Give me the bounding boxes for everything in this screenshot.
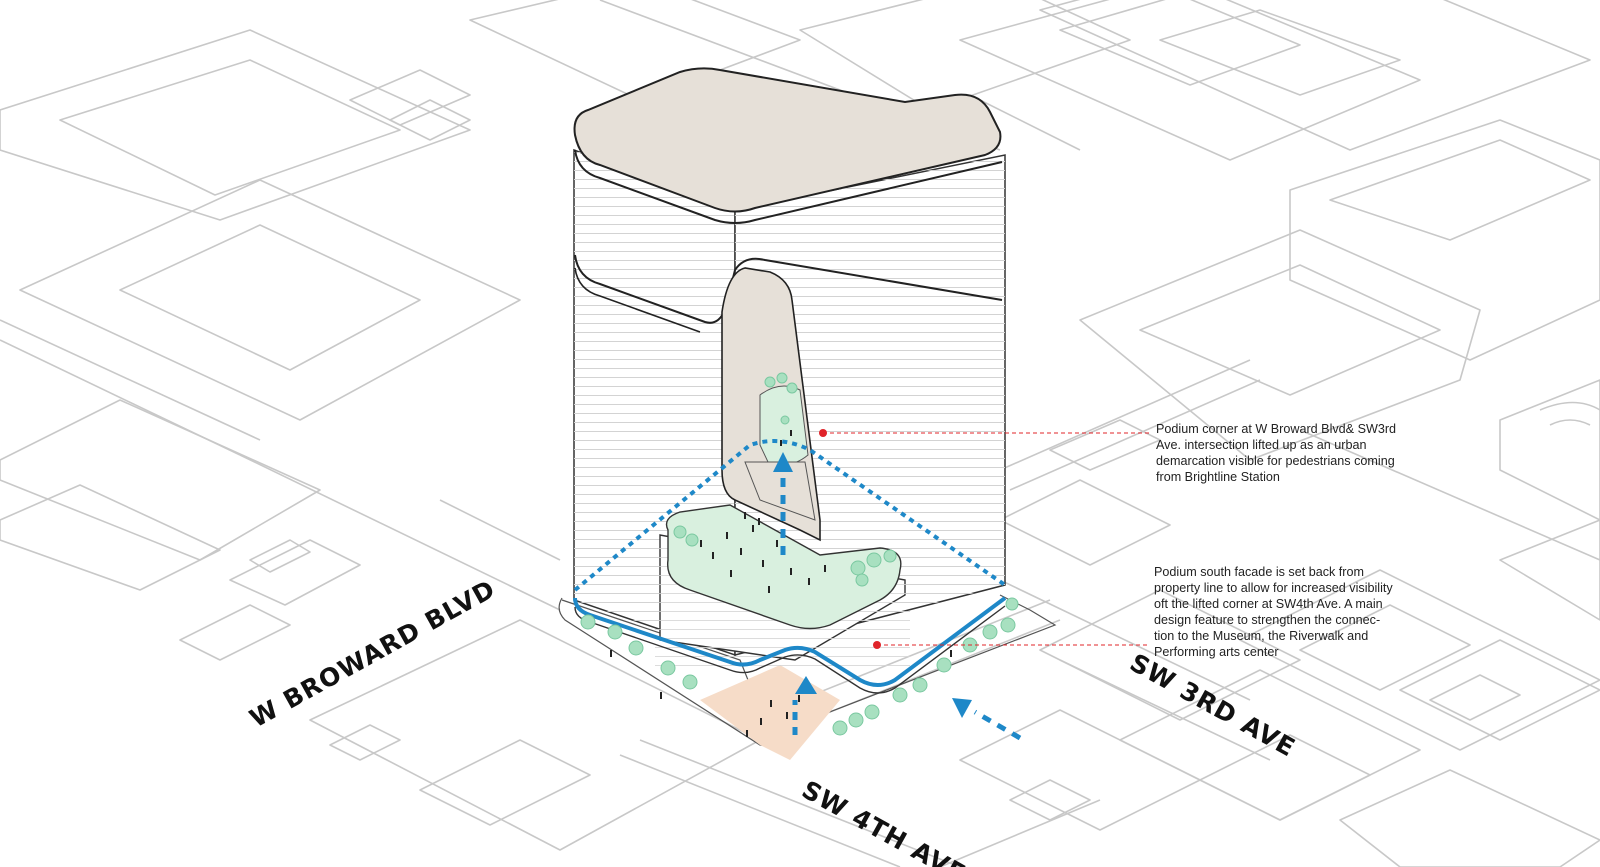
street-label-sw-4th: SW 4TH AVE [797, 775, 971, 867]
arrow-up-icon [773, 452, 793, 472]
podium-green-roof [665, 504, 902, 630]
arrow-heads [773, 452, 972, 718]
lifted-corner-edge [573, 596, 1007, 687]
trees [580, 372, 1019, 736]
podium [573, 504, 1007, 694]
arrow-up-icon [795, 676, 817, 694]
marker-dot-1 [819, 429, 827, 437]
people [610, 430, 952, 737]
entry-plaza [700, 665, 840, 760]
annotation-lifted-corner: Podium corner at W Broward Blvd& SW3rd A… [1156, 422, 1397, 484]
street-label-w-broward: W BROWARD BLVD [245, 574, 500, 733]
annotation-south-facade: Podium south facade is set back from pro… [1154, 565, 1393, 659]
roof [573, 67, 1002, 213]
tower [573, 67, 1006, 657]
leader-lines [819, 429, 1150, 649]
arrow-left-icon [952, 698, 972, 718]
visibility-envelope [573, 439, 1022, 741]
marker-dot-2 [873, 641, 881, 649]
